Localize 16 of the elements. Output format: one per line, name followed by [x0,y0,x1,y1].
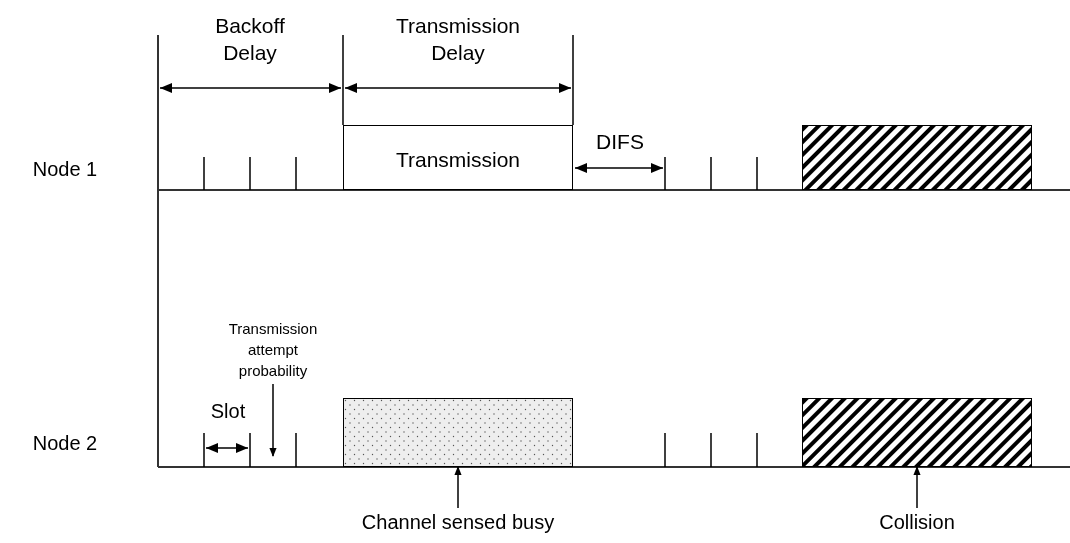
arrow [269,383,277,457]
transmission-box: Transmission [343,125,573,190]
arrow [454,466,462,509]
annotation-text: Transmission attempt probability [228,318,318,384]
collision-box [802,398,1032,467]
busy-channel-box [343,398,573,467]
interval-label: Backoff Delay [214,13,286,66]
collision-box [802,125,1032,190]
annotation-text: Channel sensed busy [348,508,568,538]
node-label: Node 1 [31,157,99,182]
interval-label: Slot [209,399,247,424]
arrow [913,466,921,509]
node-label: Node 2 [31,431,99,456]
interval-label: Transmission Delay [394,13,522,66]
annotation-text: Collision [857,508,977,538]
interval-label: DIFS [595,129,645,155]
